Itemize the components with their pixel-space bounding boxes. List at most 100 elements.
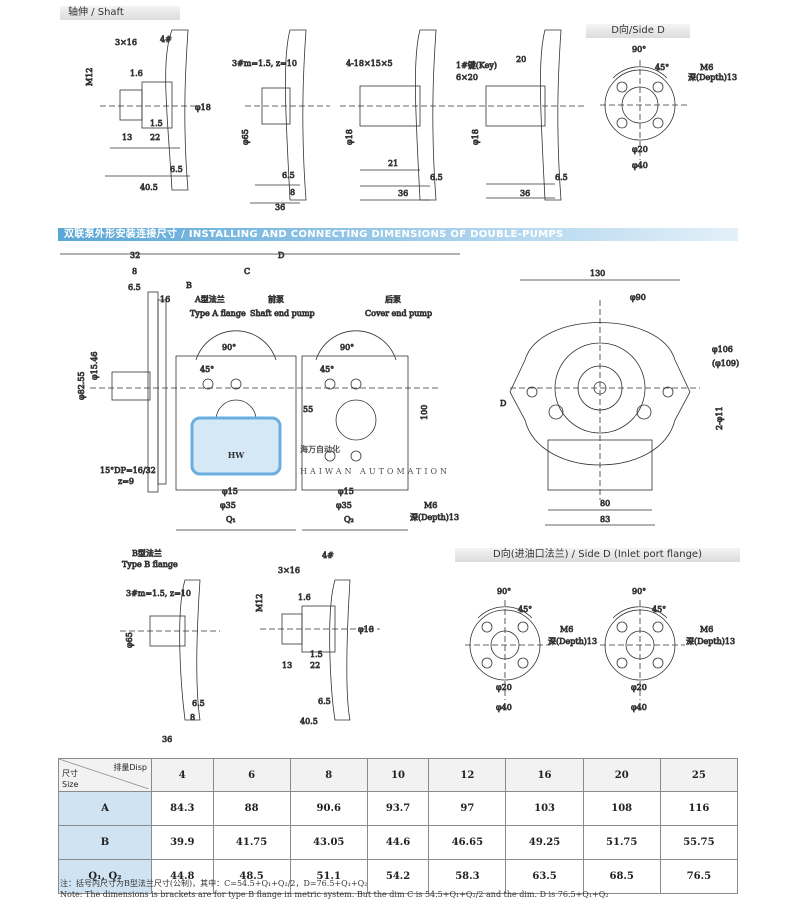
- row-header: A: [58, 791, 152, 826]
- dp-C: C: [244, 267, 250, 276]
- fv-83: 83: [600, 515, 610, 524]
- table-cell: 97: [428, 791, 507, 826]
- if2-phi40: φ40: [631, 703, 647, 712]
- dp-phi15b: φ15: [338, 487, 354, 496]
- type-b-flange-view: B型法兰 Type B flange 3#m=1.5, z=10 φ65 6.5…: [120, 548, 220, 744]
- dim-phi65: φ65: [241, 129, 250, 145]
- fv-phi109: (φ109): [712, 359, 739, 368]
- dp-z9: z=9: [118, 477, 134, 486]
- dim-phi18c: φ18: [471, 129, 480, 145]
- fv-D: D: [500, 399, 506, 408]
- sb-3x16: 3×16: [278, 566, 300, 575]
- sb-13: 13: [282, 661, 292, 670]
- dp-rear-en: Cover end pump: [365, 309, 432, 318]
- if2-45: 45°: [652, 605, 666, 614]
- sb-1-6: 1.6: [298, 593, 311, 602]
- dim-spline-b: 4-18×15×5: [346, 59, 393, 68]
- table-row: Q₁, Q₂ 44.8 48.5 51.1 54.2 58.3 63.5 68.…: [58, 859, 739, 894]
- dim-13: 13: [122, 133, 132, 142]
- row-header: Q₁, Q₂: [58, 859, 152, 894]
- dp-typeA: A型法兰: [194, 294, 225, 304]
- dp-q1: Q₁: [226, 515, 236, 524]
- dim-spline-a: 3#m=1.5, z=10: [232, 59, 297, 68]
- dp-phi8255: φ82.55: [77, 371, 86, 400]
- tb-36: 36: [162, 735, 172, 744]
- side-d-header: D向/Side D: [586, 24, 690, 38]
- dp-phi1546: φ15.46: [90, 351, 99, 380]
- dim-phi18b: φ18: [345, 129, 354, 145]
- haiwan-logo-icon: [190, 416, 282, 476]
- dp-phi35b: φ35: [336, 501, 352, 510]
- dim-1-5: 1.5: [150, 119, 163, 128]
- dim-36b: 36: [398, 189, 408, 198]
- shaft-variant-2: 3#m=1.5, z=10 φ65 6.5 8 36: [232, 29, 330, 212]
- if2-90: 90°: [632, 587, 646, 596]
- dp-dp: 15°DP=16/32: [100, 466, 156, 475]
- shaft-b-view: 3×16 4# M12 1.6 1.5 13 22 φ18 6.5 40.5: [255, 551, 380, 726]
- dp-32: 32: [130, 251, 140, 260]
- table-cell: 51.1: [289, 859, 368, 894]
- dp-rear: 后泵: [385, 294, 401, 304]
- dp-phi35a: φ35: [220, 501, 236, 510]
- table-cell: 116: [659, 791, 739, 826]
- dp-45b: 45°: [320, 365, 334, 374]
- col-header: 20: [582, 758, 661, 792]
- table-corner: 排量Disp 尺寸 Size: [58, 758, 152, 792]
- side-d-45: 45°: [655, 63, 669, 72]
- col-header: 12: [428, 758, 507, 792]
- table-cell: 46.65: [428, 825, 507, 860]
- table-cell: 93.7: [366, 791, 430, 826]
- inlet-flange-view-2: 90° 45° M6 深(Depth)13 φ20 φ40: [600, 587, 735, 712]
- if1-depth: 深(Depth)13: [548, 637, 597, 646]
- corner-disp: 排量Disp: [113, 763, 147, 772]
- table-header-row: 排量Disp 尺寸 Size 4 6 8 10 12 16 20 25: [58, 758, 739, 792]
- col-header: 10: [366, 758, 430, 792]
- if2-depth: 深(Depth)13: [686, 637, 735, 646]
- dim-key: 1#键(Key): [456, 60, 497, 70]
- tb-spline: 3#m=1.5, z=10: [126, 589, 191, 598]
- sb-40-5: 40.5: [300, 717, 318, 726]
- table-cell: 41.75: [212, 825, 291, 860]
- corner-size-cn: 尺寸: [62, 769, 78, 778]
- table-cell: 108: [582, 791, 661, 826]
- sb-phi18: φ18: [358, 625, 374, 634]
- dim-3x16: 3×16: [115, 38, 137, 47]
- dim-6-5c: 6.5: [430, 173, 443, 182]
- table-cell: 44.6: [366, 825, 430, 860]
- table-cell: 39.9: [151, 825, 214, 860]
- dp-typeA-en: Type A flange: [190, 309, 246, 318]
- table-row: B 39.9 41.75 43.05 44.6 46.65 49.25 51.7…: [58, 825, 739, 860]
- watermark-en: HAIWAN AUTOMATION: [300, 467, 450, 476]
- table-cell: 58.3: [428, 859, 507, 894]
- col-header: 8: [289, 758, 368, 792]
- col-header: 4: [151, 758, 214, 792]
- dp-front-en: Shaft end pump: [250, 309, 315, 318]
- sb-1-5: 1.5: [310, 650, 323, 659]
- dim-36: 36: [275, 203, 285, 212]
- fv-80: 80: [600, 499, 610, 508]
- dp-phi15a: φ15: [222, 487, 238, 496]
- fv-130: 130: [590, 269, 605, 278]
- table-cell: 48.5: [212, 859, 291, 894]
- table-row: A 84.3 88 90.6 93.7 97 103 108 116: [58, 791, 739, 826]
- double-pump-side-view: 32 D 8 B C 6.5 16 A型法兰 Type A flange 前泵 …: [60, 251, 460, 531]
- dp-55: 55: [303, 405, 313, 414]
- if1-phi20: φ20: [496, 683, 512, 692]
- shaft-variant-4: 1#键(Key) 6×20 20 φ18 6.5 36: [456, 29, 585, 201]
- side-d-90: 90°: [632, 45, 646, 54]
- sb-6-5: 6.5: [318, 697, 331, 706]
- table-cell: 63.5: [505, 859, 584, 894]
- table-cell: 68.5: [582, 859, 661, 894]
- dim-6-5b: 6.5: [282, 171, 295, 180]
- double-pumps-banner: 双联泵外形安装连接尺寸 / INSTALLING AND CONNECTING …: [58, 228, 738, 241]
- if2-m6: M6: [700, 625, 713, 634]
- dp-m6: M6: [424, 501, 437, 510]
- svg-text:HW: HW: [228, 450, 246, 460]
- dp-45a: 45°: [200, 365, 214, 374]
- col-header: 6: [212, 758, 291, 792]
- table-cell: 51.75: [582, 825, 661, 860]
- side-d-top-view: 90° 45° M6 深(Depth)13 φ20 φ40: [600, 45, 737, 170]
- footnote-cn: 注：括号内尺寸为B型法兰尺寸(公制)，其中：C=54.5+Q₁+Q₂/2，D=7…: [60, 879, 368, 888]
- dimensions-table: 排量Disp 尺寸 Size 4 6 8 10 12 16 20 25 A 84…: [58, 758, 739, 894]
- watermark-cn: 海万自动化: [300, 444, 340, 454]
